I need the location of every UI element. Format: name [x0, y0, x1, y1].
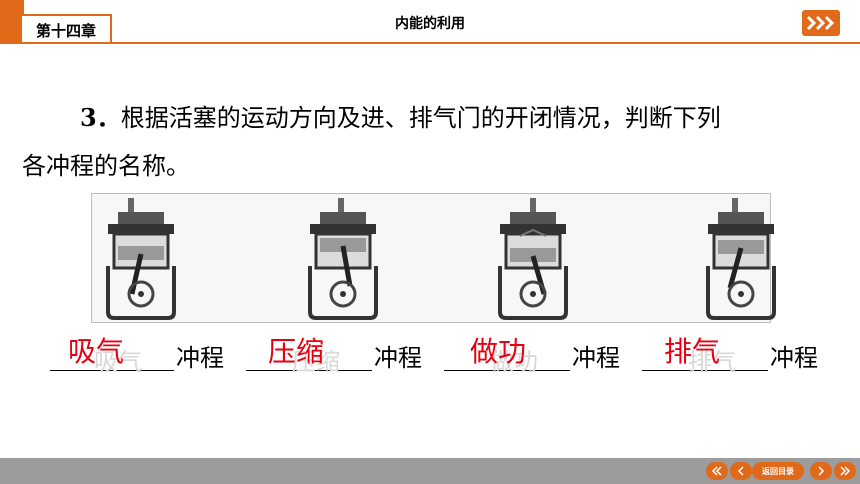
triple-chevron-right-icon — [806, 15, 835, 31]
prev-page-button[interactable] — [730, 462, 752, 480]
chapter-label: 第十四章 — [35, 21, 96, 40]
answer-blank — [50, 370, 174, 371]
blank-ghost-text: 吸气 — [94, 348, 142, 376]
answer-blank — [246, 370, 372, 371]
back-to-toc-button[interactable]: 返回目录 — [752, 462, 804, 480]
stroke-suffix: 冲程 — [770, 344, 818, 372]
engine-stroke-diagram-icon — [98, 194, 184, 322]
engine-diagrams — [91, 193, 776, 323]
answer-text: 排气 — [664, 335, 721, 368]
stroke-suffix: 冲程 — [176, 344, 224, 372]
first-page-button[interactable] — [706, 462, 728, 480]
chapter-tab: 第十四章 — [20, 14, 112, 44]
answers-row: 吸气 吸气 冲程 压缩 压缩 冲程 做功 做功 冲程 排气 排气 冲程 — [0, 330, 860, 380]
question-text-1: 根据活塞的运动方向及进、排气门的开闭情况，判断下列 — [120, 104, 721, 132]
blank-ghost-text: 排气 — [688, 348, 736, 376]
question-number: 3． — [80, 103, 121, 132]
question: 3．根据活塞的运动方向及进、排气门的开闭情况，判断下列 各冲程的名称。 — [22, 94, 852, 190]
engine-stroke-diagram-icon — [698, 194, 784, 322]
stroke-suffix: 冲程 — [572, 344, 620, 372]
chevron-right-icon — [818, 466, 825, 476]
engine-stroke-diagram-icon — [300, 194, 386, 322]
answer-text: 吸气 — [68, 335, 125, 368]
stroke-suffix: 冲程 — [374, 344, 422, 372]
last-page-button[interactable] — [834, 462, 856, 480]
next-page-button[interactable] — [802, 10, 840, 36]
footer-bar: 返回目录 — [0, 458, 860, 484]
chevron-left-icon — [737, 466, 744, 476]
double-chevron-right-icon — [840, 466, 851, 476]
question-line-1: 3．根据活塞的运动方向及进、排气门的开闭情况，判断下列 — [22, 94, 852, 142]
blank-ghost-text: 压缩 — [292, 348, 340, 376]
double-chevron-left-icon — [711, 466, 722, 476]
engine-stroke-diagram-icon — [490, 194, 576, 322]
header: 第十四章 内能的利用 — [0, 0, 860, 44]
answer-blank — [444, 370, 570, 371]
page-title: 内能的利用 — [395, 16, 465, 32]
blank-ghost-text: 做功 — [490, 348, 538, 376]
answer-text: 做功 — [470, 335, 527, 368]
question-line-2: 各冲程的名称。 — [22, 152, 190, 180]
next-page-footer-button[interactable] — [810, 462, 832, 480]
answer-blank — [642, 370, 768, 371]
answer-text: 压缩 — [268, 335, 325, 368]
header-divider — [0, 42, 860, 44]
